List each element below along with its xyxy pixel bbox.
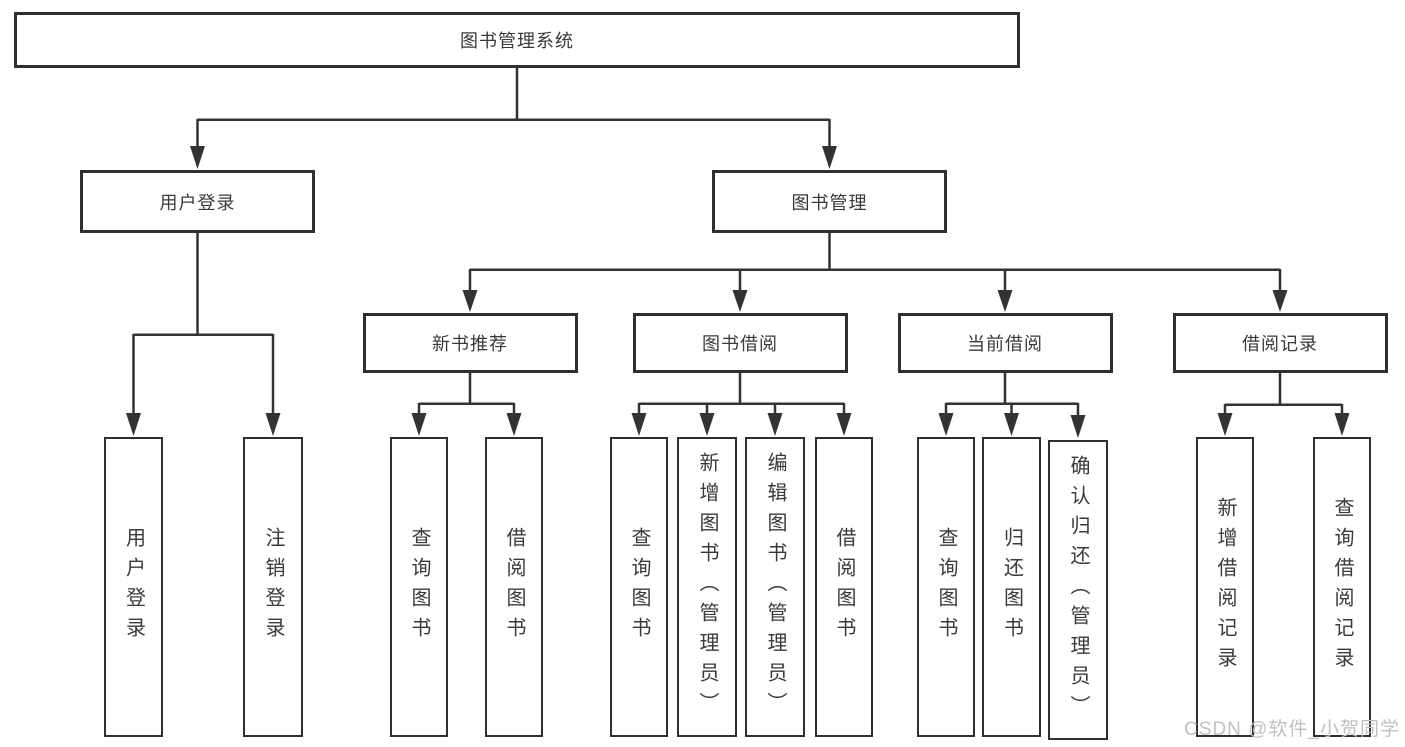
- leaf-label: 编辑图书（管理员）: [764, 452, 786, 722]
- leaf-records-add-record: 新增借阅记录: [1196, 437, 1254, 737]
- leaf-borrow-add-books-admin: 新增图书（管理员）: [677, 437, 737, 737]
- node-user-login: 用户登录: [80, 170, 315, 233]
- node-new-book-recommend: 新书推荐: [362, 313, 578, 373]
- node-book-management: 图书管理: [712, 170, 947, 233]
- node-label: 当前借阅: [967, 334, 1043, 354]
- leaf-label: 新增借阅记录: [1214, 497, 1236, 677]
- node-label: 新书推荐: [432, 334, 508, 354]
- node-current-borrowing: 当前借阅: [897, 313, 1113, 373]
- leaf-current-return-books: 归还图书: [982, 437, 1041, 737]
- leaf-label: 查询图书: [935, 527, 957, 647]
- leaf-label: 查询图书: [628, 527, 650, 647]
- node-label: 图书管理系统: [460, 31, 574, 51]
- leaf-label: 注销登录: [262, 527, 284, 647]
- leaf-borrow-query-books: 查询图书: [610, 437, 668, 737]
- leaf-current-confirm-return-admin: 确认归还（管理员）: [1048, 440, 1108, 740]
- leaf-newbook-borrow-books: 借阅图书: [485, 437, 543, 737]
- leaf-user-login: 用户登录: [104, 437, 163, 737]
- node-label: 借阅记录: [1242, 334, 1318, 354]
- node-library-management-system: 图书管理系统: [14, 12, 1020, 68]
- leaf-label: 确认归还（管理员）: [1067, 455, 1089, 725]
- leaf-borrow-borrow-books: 借阅图书: [815, 437, 873, 737]
- leaf-records-query-record: 查询借阅记录: [1313, 437, 1371, 737]
- leaf-newbook-query-books: 查询图书: [390, 437, 448, 737]
- leaf-logout: 注销登录: [243, 437, 303, 737]
- leaf-label: 查询图书: [408, 527, 430, 647]
- leaf-label: 查询借阅记录: [1331, 497, 1353, 677]
- node-label: 图书借阅: [702, 334, 778, 354]
- node-label: 图书管理: [791, 192, 868, 213]
- leaf-label: 借阅图书: [503, 527, 525, 647]
- leaf-label: 用户登录: [122, 527, 145, 647]
- node-borrowing-records: 借阅记录: [1172, 313, 1388, 373]
- node-label: 用户登录: [159, 192, 236, 213]
- leaf-current-query-books: 查询图书: [917, 437, 975, 737]
- leaf-borrow-edit-books-admin: 编辑图书（管理员）: [745, 437, 805, 737]
- watermark-text: CSDN @软件_小贺同学: [1184, 719, 1400, 740]
- node-book-borrowing: 图书借阅: [632, 313, 848, 373]
- leaf-label: 借阅图书: [833, 527, 855, 647]
- leaf-label: 新增图书（管理员）: [696, 452, 718, 722]
- leaf-label: 归还图书: [1000, 527, 1023, 647]
